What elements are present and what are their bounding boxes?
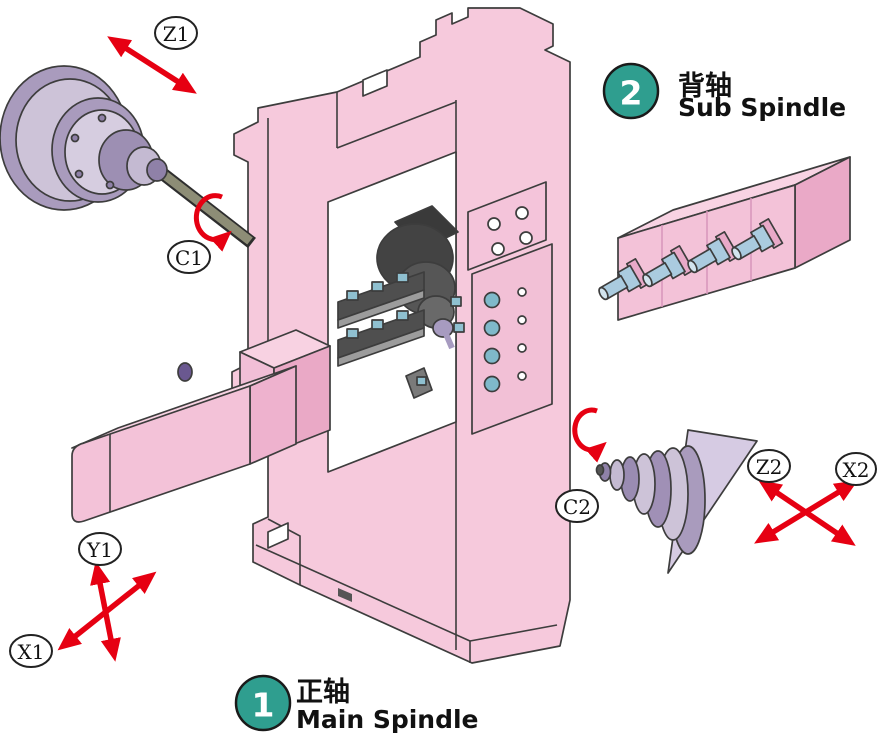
tool-plate-port <box>483 375 501 393</box>
zx2-cross-arrows <box>754 480 858 546</box>
sub-spindle-chuck <box>595 429 758 574</box>
tool-insert <box>416 376 427 386</box>
c2-rotation-arrow <box>572 407 607 463</box>
tool-insert <box>450 296 462 307</box>
main-spindle-title-en: Main Spindle <box>296 705 479 734</box>
tool-insert <box>346 290 359 301</box>
tool-plate-upper <box>467 181 547 271</box>
tool-plate-port <box>483 319 501 337</box>
tool-pin <box>642 245 695 288</box>
x2-label-text: X2 <box>843 458 870 482</box>
motor-unit <box>71 365 297 523</box>
sub-spindle-title-en: Sub Spindle <box>678 93 846 122</box>
main-spindle-badge-number: 1 <box>252 686 275 725</box>
tool-plate-hole <box>517 287 527 297</box>
frame-mark <box>338 588 352 602</box>
gang-tool-bar <box>337 309 425 367</box>
c2-label-text: C2 <box>563 495 591 519</box>
z2-label: Z2 <box>747 449 791 483</box>
motor-front-face <box>71 385 251 523</box>
gang-tool-bars <box>337 271 465 399</box>
x1-axis-arrow <box>57 571 157 651</box>
frame-base-edge <box>255 544 471 642</box>
main-spindle-chuck <box>0 65 168 211</box>
sub-spindle-title-zh: 背轴 <box>678 71 732 102</box>
chuck-nose-tip <box>595 464 605 476</box>
chuck-nose <box>146 158 168 182</box>
x2-label: X2 <box>835 452 877 486</box>
chuck-bolt-hole <box>97 113 107 123</box>
chuck-bolt-hole <box>105 180 115 190</box>
tool-plate-hole <box>487 217 501 231</box>
tool-insert <box>346 328 359 339</box>
tool-plate-hole <box>519 231 533 245</box>
gang-tool-bar <box>337 271 425 329</box>
c2-label: C2 <box>555 489 599 523</box>
sub-spindle-badge-number: 2 <box>620 74 643 113</box>
tool-insert <box>396 272 409 283</box>
drive-nose <box>432 318 454 338</box>
frame-slot <box>362 69 388 97</box>
tool-plate-hole <box>515 206 529 220</box>
c1-label-text: C1 <box>175 246 203 270</box>
frame-base-edge <box>469 624 558 642</box>
tool-pin <box>731 218 784 261</box>
tool-insert <box>396 310 409 321</box>
tool-plate-hole <box>517 343 527 353</box>
tool-insert <box>371 319 384 330</box>
chuck-disc <box>609 459 625 491</box>
tool-insert <box>371 281 384 292</box>
tool-plate-port <box>483 347 501 365</box>
xy1-cross-arrows <box>57 561 157 662</box>
drive-stem <box>443 332 455 350</box>
y1-label-text: Y1 <box>86 538 113 562</box>
sub-spindle-badge: 2 <box>602 62 660 120</box>
main-spindle-title-zh: 正轴 <box>296 677 350 708</box>
tool-plate-lower <box>471 243 553 435</box>
chuck-bolt-hole <box>70 133 80 143</box>
tool-insert <box>453 322 465 333</box>
tool-plate-hole <box>517 371 527 381</box>
z1-label: Z1 <box>154 16 198 50</box>
c1-label: C1 <box>167 240 211 274</box>
frame-edge <box>336 101 457 149</box>
c1-rotation-arrow <box>193 193 232 252</box>
x1-label-text: X1 <box>18 640 45 664</box>
z1-axis-arrow <box>107 36 197 94</box>
main-spindle-badge: 1 <box>234 674 292 732</box>
main-spindle-shaft <box>154 164 256 249</box>
tool-plate-hole <box>491 242 505 256</box>
frame-slot <box>267 522 289 549</box>
tool-block <box>598 156 851 321</box>
motor-coupling-cap <box>177 362 193 382</box>
tool-plate-port <box>483 291 501 309</box>
x2-axis-arrow <box>754 480 858 544</box>
chuck-bolt-hole <box>74 169 84 179</box>
tool-plate-hole <box>517 315 527 325</box>
frame-foot-edge <box>267 518 301 585</box>
z1-label-text: Z1 <box>163 22 190 46</box>
z2-label-text: Z2 <box>756 455 783 479</box>
x1-label: X1 <box>9 634 53 668</box>
y1-label: Y1 <box>78 532 122 566</box>
